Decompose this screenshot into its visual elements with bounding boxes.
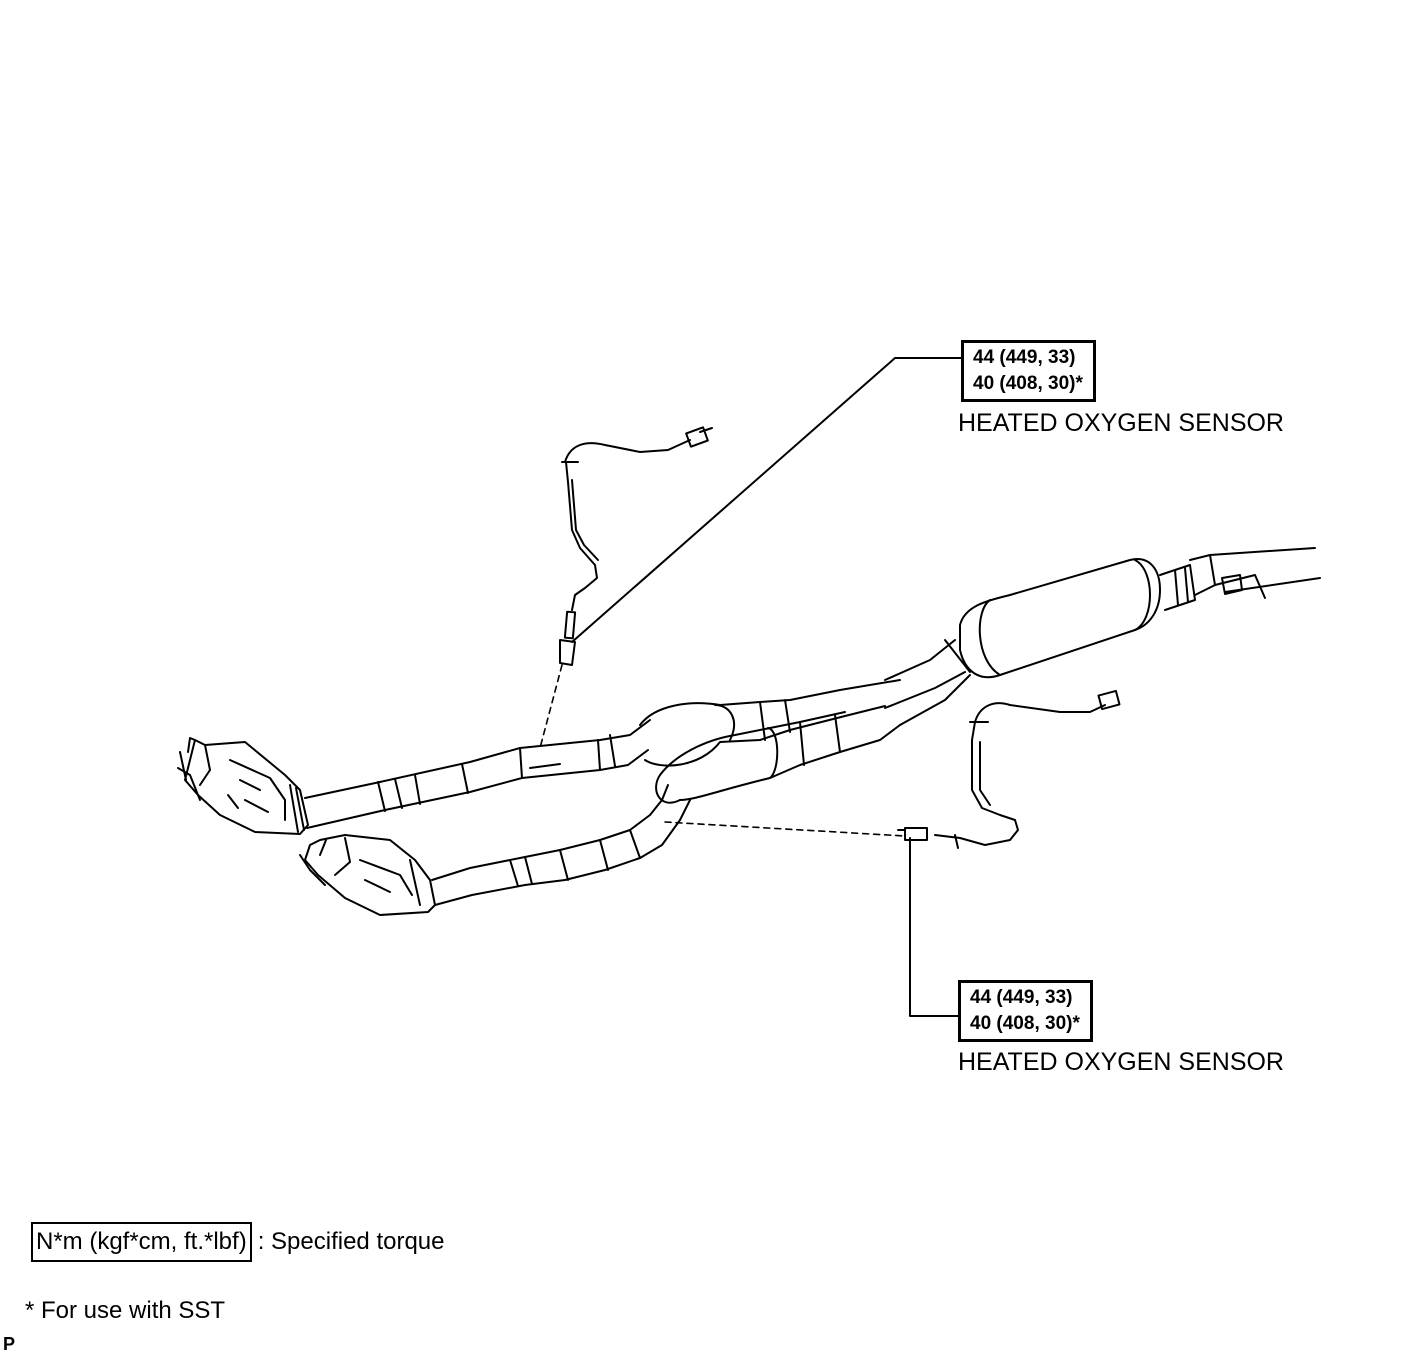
heated-oxygen-sensor-upper: [559, 426, 713, 666]
torque-legend: N*m (kgf*cm, ft.*lbf) : Specified torque: [31, 1222, 445, 1262]
front-exhaust-pipe-upper: [304, 719, 651, 829]
installation-guide-lines: [539, 664, 906, 837]
leader-lines: [571, 357, 963, 1017]
corner-mark: P: [3, 1334, 16, 1354]
legend-description: : Specified torque: [257, 1228, 445, 1255]
torque-spec-line: 44 (449, 33): [970, 987, 1073, 1008]
tail-muffler: [959, 547, 1321, 679]
torque-spec-line: 44 (449, 33): [973, 347, 1076, 368]
front-exhaust-pipe-lower: [431, 784, 691, 906]
center-catalytic-converters: [639, 679, 901, 804]
front-catalytic-converter-left: [177, 737, 309, 835]
torque-spec-box-upper: 44 (449, 33) 40 (408, 30)*: [961, 340, 1096, 402]
torque-spec-box-lower: 44 (449, 33) 40 (408, 30)*: [958, 980, 1093, 1042]
part-label-upper: HEATED OXYGEN SENSOR: [958, 409, 1284, 437]
center-pipe: [884, 639, 971, 726]
torque-spec-line-sst: 40 (408, 30)*: [973, 373, 1083, 394]
legend-unit-box: N*m (kgf*cm, ft.*lbf): [31, 1222, 252, 1262]
heated-oxygen-sensor-lower: [897, 689, 1121, 849]
torque-spec-line-sst: 40 (408, 30)*: [970, 1013, 1080, 1034]
sst-footnote: * For use with SST: [25, 1297, 226, 1324]
front-catalytic-converter-right: [299, 834, 436, 916]
part-label-lower: HEATED OXYGEN SENSOR: [958, 1048, 1284, 1076]
